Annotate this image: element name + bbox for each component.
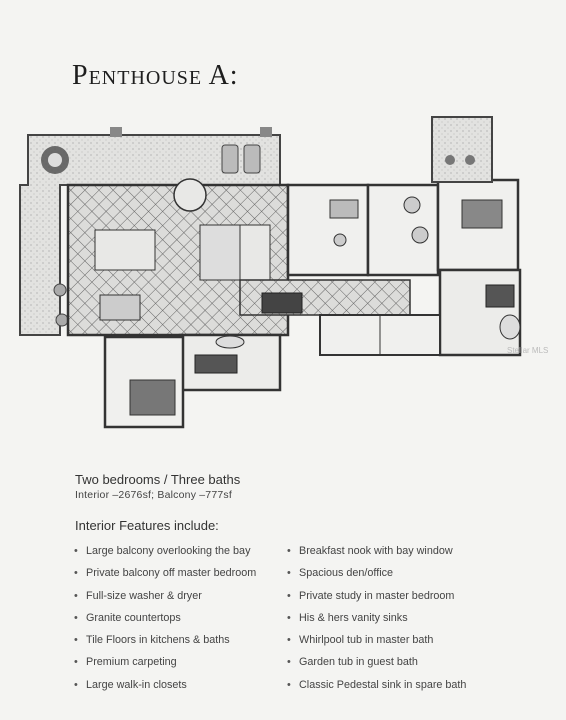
features-list-right: •Breakfast nook with bay window •Spaciou… [287,543,466,699]
guest-bath [178,333,282,392]
feature-item: •Premium carpeting [74,656,177,669]
floor-plan [19,116,522,429]
bullet-icon: • [74,545,78,557]
hall-table [261,292,303,314]
feature-item: •Garden tub in guest bath [287,656,418,669]
area-sqft: Interior –2676sf; Balcony –777sf [75,489,232,501]
master-bedroom [436,178,520,272]
feature-item: •Whirlpool tub in master bath [287,634,434,647]
feature-item: •His & hers vanity sinks [287,611,408,624]
watermark: Stellar MLS [507,346,549,355]
master-bath [438,268,522,357]
bullet-icon: • [287,634,291,647]
bullet-icon: • [74,611,78,624]
bullet-icon: • [74,589,78,602]
feature-item: •Large walk-in closets [74,678,187,691]
guest-bedroom [103,335,185,429]
bullet-icon: • [74,634,78,647]
feature-item: •Large balcony overlooking the bay [74,545,251,557]
bullet-icon: • [287,589,291,602]
feature-item: •Tile Floors in kitchens & baths [74,634,230,647]
features-list-left: •Large balcony overlooking the bay •Priv… [74,543,256,699]
bullet-icon: • [287,678,291,691]
feature-item: •Full-size washer & dryer [74,589,202,602]
bullet-icon: • [287,611,291,624]
feature-item: •Spacious den/office [287,567,394,580]
features-heading: Interior Features include: [75,518,219,533]
bullet-icon: • [287,545,291,557]
closets [319,314,441,356]
bullet-icon: • [287,656,291,669]
feature-item: •Private balcony off master bedroom [74,567,257,580]
feature-item: •Classic Pedestal sink in spare bath [287,678,467,691]
feature-item: •Breakfast nook with bay window [287,545,453,557]
den-office [286,183,370,277]
feature-item: •Private study in master bedroom [287,589,455,602]
bullet-icon: • [74,678,78,691]
master-study [366,183,440,277]
bullet-icon: • [74,656,78,669]
bullet-icon: • [287,567,291,580]
unit-summary: Two bedrooms / Three baths Interior –267… [75,472,240,501]
master-balcony [431,116,493,183]
feature-item: •Granite countertops [74,611,181,624]
page-title: Penthouse A: [72,60,239,91]
bullet-icon: • [74,567,78,580]
bedrooms-baths: Two bedrooms / Three baths [75,472,241,487]
